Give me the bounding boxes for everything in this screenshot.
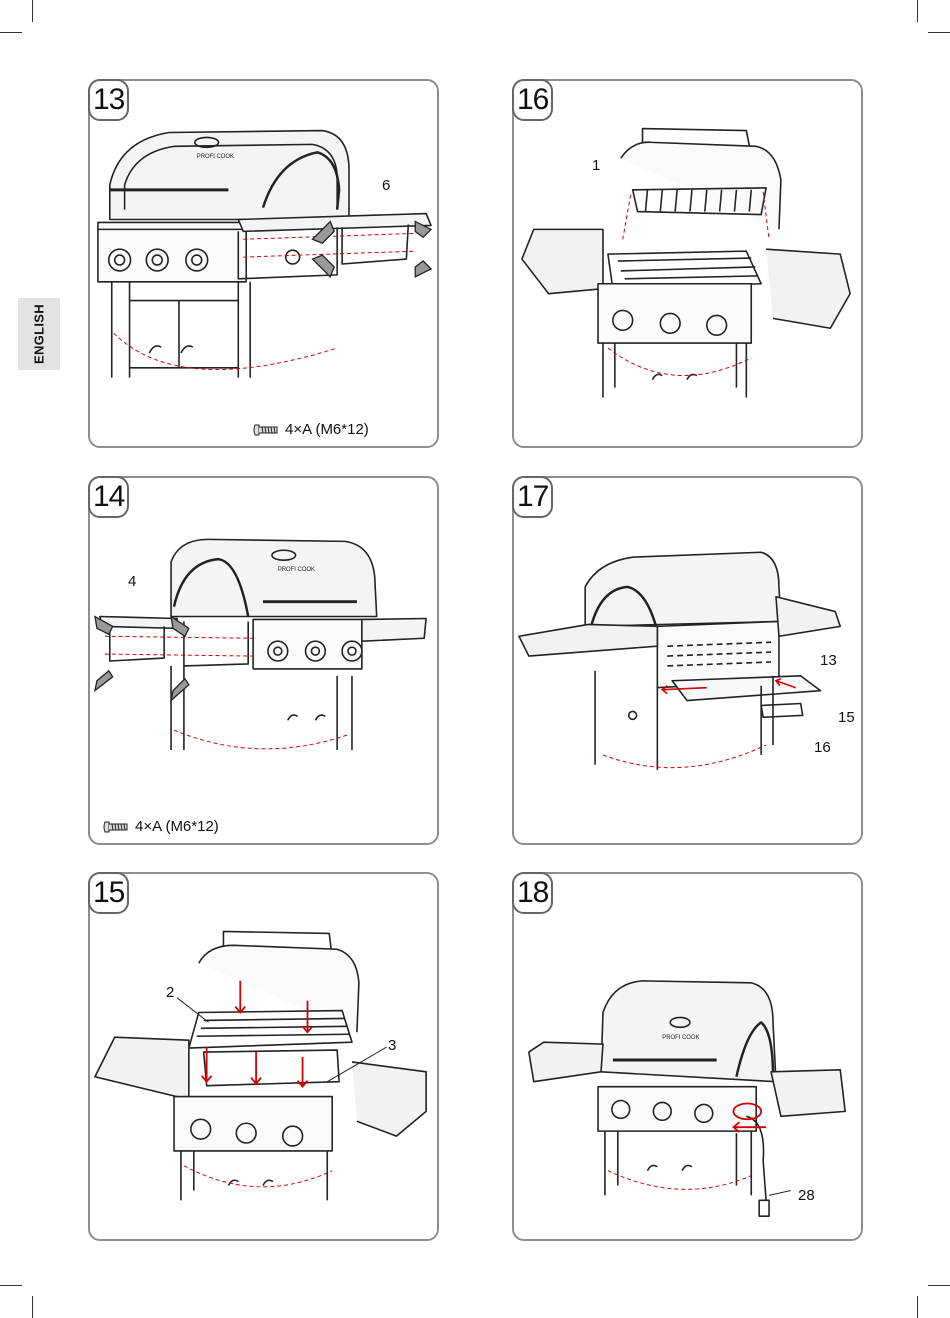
language-tab: ENGLISH	[18, 298, 60, 370]
control-panel	[598, 1087, 756, 1131]
step-16-illustration	[514, 81, 861, 446]
side-shelf-right	[771, 1070, 845, 1116]
screw-label: 4×A (M6*12)	[285, 421, 369, 438]
step-14-panel: 14 PROFI COOK 4	[88, 476, 439, 845]
side-shelf-right	[352, 1062, 426, 1136]
screw-spec: 4×A (M6*12)	[253, 421, 369, 438]
control-panel	[598, 284, 751, 343]
grill-lid	[601, 981, 776, 1082]
gas-regulator	[759, 1200, 769, 1216]
crop-mark	[32, 0, 33, 22]
part-label: 13	[820, 652, 837, 669]
control-panel	[98, 222, 246, 281]
screw-icon	[253, 423, 279, 437]
flame-tamer	[204, 1050, 339, 1086]
grill-lid-open	[621, 142, 781, 229]
arrow-icon	[415, 261, 431, 277]
crop-mark	[32, 1296, 33, 1318]
arrow-icon	[171, 679, 189, 701]
arrow-icon	[312, 255, 334, 277]
step-17-illustration	[514, 478, 861, 843]
arrow-icon	[95, 671, 113, 691]
grill-lid	[171, 539, 377, 616]
step-14-illustration: PROFI COOK	[90, 478, 437, 843]
grill-cart	[181, 1151, 327, 1200]
part-label: 2	[166, 984, 174, 1001]
side-shelf-left	[522, 229, 603, 293]
language-label: ENGLISH	[32, 304, 47, 364]
step-13-illustration: PROFI COOK	[90, 81, 437, 446]
step-15-panel: 15 2 3	[88, 872, 439, 1241]
crop-mark	[917, 1296, 918, 1318]
grill-cart	[605, 1131, 751, 1195]
part-label: 15	[838, 709, 855, 726]
step-16-panel: 16 1	[512, 79, 863, 448]
step-18-panel: 18 PROFI COOK 28	[512, 872, 863, 1241]
side-shelf-right	[766, 249, 850, 328]
screw-icon	[103, 820, 129, 834]
arrow-icon	[235, 981, 245, 1013]
arrow-icon	[171, 617, 189, 637]
step-17-panel: 17 13 15 16	[512, 476, 863, 845]
side-shelf-left	[95, 1037, 189, 1099]
crop-mark	[917, 0, 918, 22]
step-18-illustration: PROFI COOK	[514, 874, 861, 1239]
side-shelf-right	[776, 597, 840, 637]
brand-logo: PROFI COOK	[278, 567, 315, 573]
side-shelf-right	[362, 618, 426, 641]
grease-cup	[761, 704, 803, 718]
brand-logo: PROFI COOK	[662, 1035, 699, 1041]
crop-mark	[928, 1285, 950, 1286]
screw-spec: 4×A (M6*12)	[103, 818, 219, 835]
screw-label: 4×A (M6*12)	[135, 818, 219, 835]
control-panel	[174, 1097, 332, 1151]
part-label: 28	[798, 1187, 815, 1204]
part-label: 4	[128, 573, 136, 590]
brand-logo: PROFI COOK	[197, 154, 234, 160]
step-13-panel: 13 PROFI COOK	[88, 79, 439, 448]
grill-cart	[112, 282, 250, 378]
part-label: 1	[592, 157, 600, 174]
part-label: 6	[382, 177, 390, 194]
crop-mark	[0, 1285, 22, 1286]
part-label: 3	[388, 1037, 396, 1054]
grill-cart	[603, 343, 746, 397]
grill-cart	[171, 666, 352, 750]
crop-mark	[928, 32, 950, 33]
side-shelf-left	[529, 1042, 603, 1082]
side-shelf-left	[519, 624, 657, 656]
arrow-icon	[251, 1052, 261, 1084]
arrow-icon	[298, 1057, 308, 1087]
step-15-illustration	[90, 874, 437, 1239]
part-label: 16	[814, 739, 831, 756]
crop-mark	[0, 32, 22, 33]
